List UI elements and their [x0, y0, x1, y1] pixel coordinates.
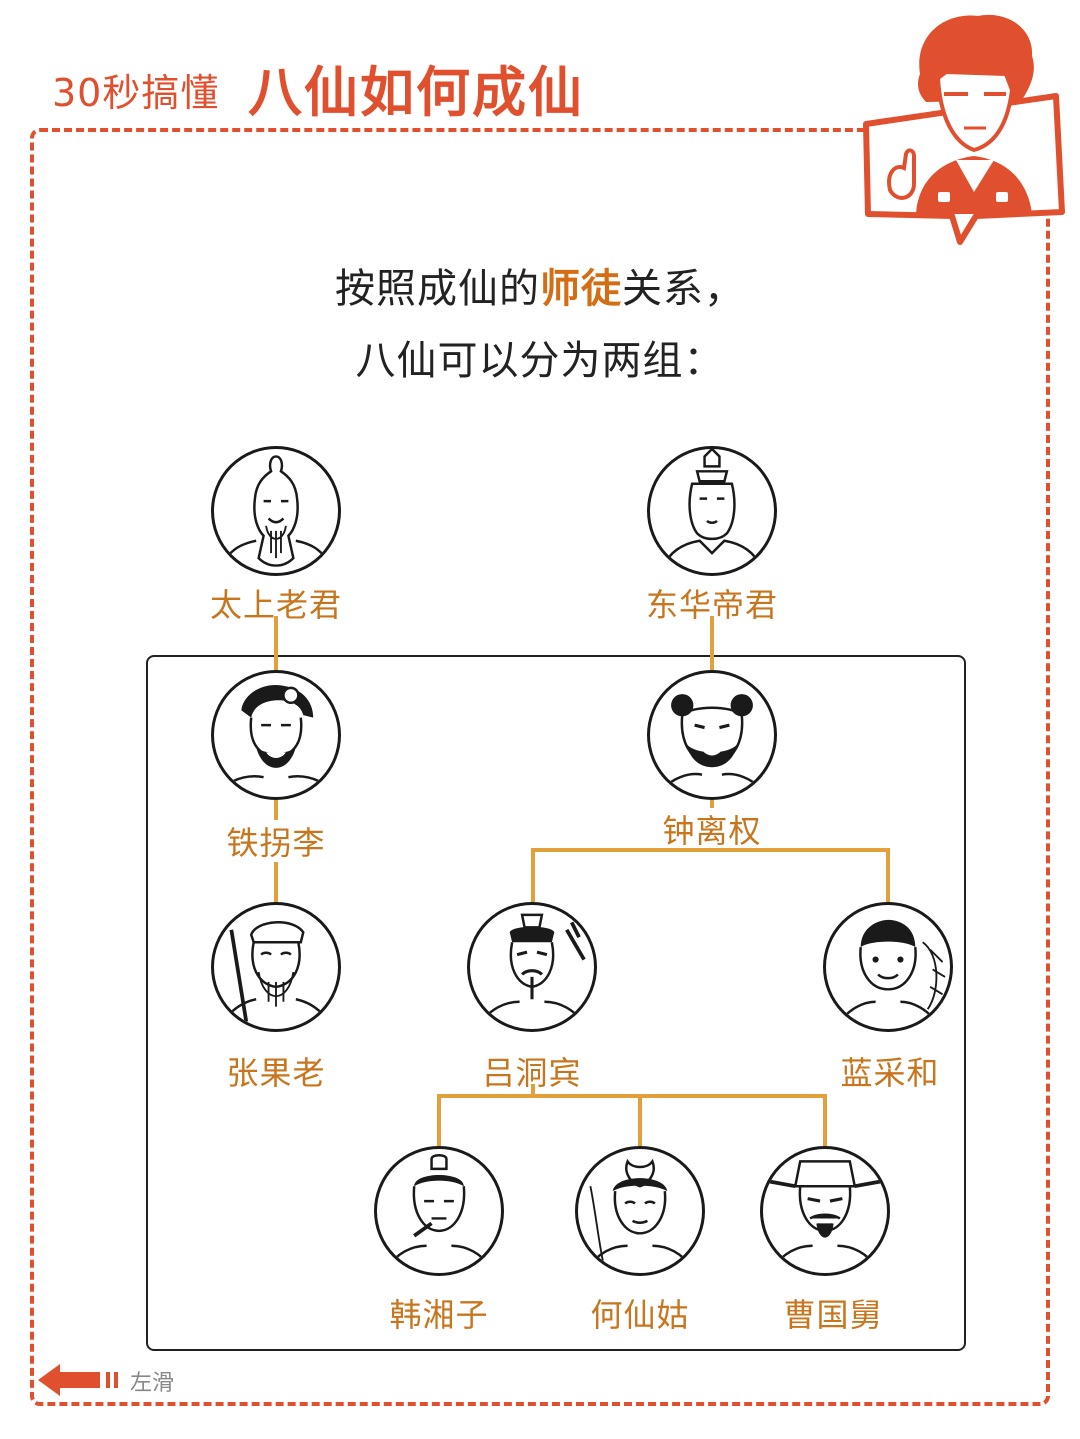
name-lancaihe: 蓝采和 — [790, 1048, 990, 1094]
intro-text-after: 关系， — [622, 266, 745, 312]
avatar-taishang — [211, 446, 341, 576]
header-title: 八仙如何成仙 — [248, 48, 584, 127]
connector-tieguaili-zhangguolao — [274, 862, 278, 902]
name-hanxiangzi: 韩湘子 — [339, 1290, 539, 1336]
connector-to-lvdongbin — [531, 848, 535, 902]
intro-highlight: 师徒 — [540, 266, 622, 312]
connector-to-caoguojiu — [823, 1094, 827, 1146]
name-caoguojiu: 曹国舅 — [733, 1290, 933, 1336]
avatar-lvdongbin — [467, 902, 597, 1032]
avatar-zhongliquan — [647, 670, 777, 800]
avatar-caoguojiu — [760, 1146, 890, 1276]
name-tieguaili: 铁拐李 — [176, 818, 376, 864]
name-taishang: 太上老君 — [176, 580, 376, 626]
intro-text-before: 按照成仙的 — [335, 266, 540, 312]
name-lvdongbin: 吕洞宾 — [432, 1048, 632, 1094]
avatar-hanxiangzi — [374, 1146, 504, 1276]
connector-tieguaili-top — [274, 800, 278, 820]
swipe-left-arrow-icon — [38, 1360, 120, 1400]
name-donghua: 东华帝君 — [612, 580, 812, 626]
mascot-illustration — [856, 4, 1070, 248]
avatar-zhangguolao — [211, 902, 341, 1032]
avatar-hexiangu — [575, 1146, 705, 1276]
name-hexiangu: 何仙姑 — [540, 1290, 740, 1336]
name-zhangguolao: 张果老 — [176, 1048, 376, 1094]
connector-to-lancaihe — [886, 848, 890, 902]
connector-to-hanxiangzi — [437, 1094, 441, 1146]
connector-to-hexiangu — [638, 1094, 642, 1146]
connector-lvdongbin-branch — [437, 1094, 827, 1098]
avatar-tieguaili — [211, 670, 341, 800]
avatar-lancaihe — [823, 902, 953, 1032]
intro-line-2: 八仙可以分为两组： — [0, 328, 1080, 386]
avatar-donghua — [647, 446, 777, 576]
name-zhongliquan: 钟离权 — [612, 806, 812, 852]
swipe-label: 左滑 — [130, 1365, 174, 1397]
header-prefix: 30秒搞懂 — [52, 62, 219, 117]
intro-line-1: 按照成仙的师徒关系， — [0, 256, 1080, 314]
